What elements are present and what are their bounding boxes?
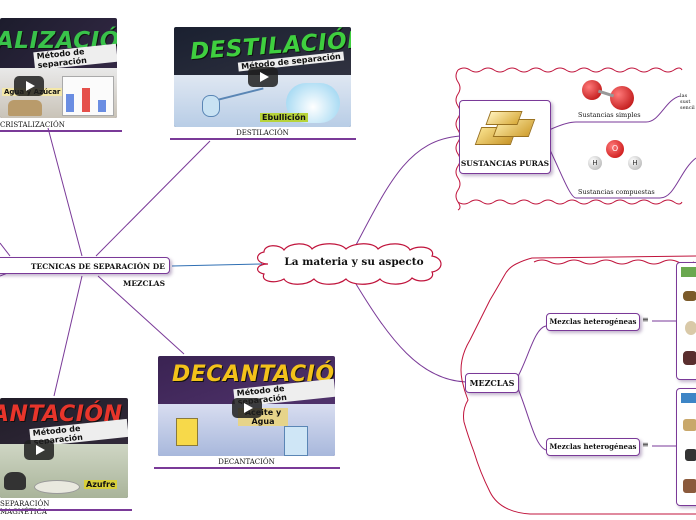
sugar-bag bbox=[8, 100, 42, 116]
heterogeneous-example-card-2[interactable] bbox=[676, 388, 696, 506]
play-icon[interactable] bbox=[248, 67, 278, 87]
connector-mezclas-1 bbox=[515, 325, 547, 381]
mezclas-node[interactable]: MEZCLAS bbox=[465, 373, 519, 393]
connector-decantacion bbox=[97, 275, 185, 355]
gold-bars-icon bbox=[474, 109, 536, 149]
beaker-icon bbox=[284, 426, 308, 456]
separacion-magnetica-video-thumbnail[interactable]: ANTACIÓN Método de separación Azufre bbox=[0, 398, 128, 498]
play-icon[interactable] bbox=[24, 440, 54, 460]
connector-offscreen bbox=[0, 242, 11, 257]
cristalizacion-underline bbox=[0, 130, 122, 132]
sustancias-puras-label: SUSTANCIAS PURAS bbox=[460, 159, 550, 168]
mezclas-frame bbox=[460, 255, 696, 515]
play-icon[interactable] bbox=[14, 76, 44, 96]
flask-icon bbox=[202, 95, 220, 117]
connector-central-mezclas bbox=[355, 283, 467, 383]
oxygen-molecule-icon bbox=[580, 78, 640, 110]
connector-central-sustancias bbox=[355, 135, 461, 246]
destilacion-video-thumbnail[interactable]: DESTILACIÓN Método de separación Ebullic… bbox=[174, 27, 351, 127]
heterogeneous-example-card-1[interactable] bbox=[676, 262, 696, 380]
connector-cristalizacion bbox=[47, 127, 83, 257]
cristalizacion-caption: CRISTALIZACIÓN bbox=[0, 121, 65, 129]
destilacion-note: Ebullición bbox=[260, 113, 308, 122]
sustancias-puras-node[interactable]: SUSTANCIAS PURAS bbox=[459, 100, 551, 174]
menu-icon[interactable]: ≡ bbox=[642, 440, 649, 449]
connector-mezclas-2 bbox=[515, 383, 547, 451]
destilacion-caption: DESTILACIÓN bbox=[236, 129, 289, 137]
destilacion-underline bbox=[170, 138, 356, 140]
decantacion-video-thumbnail[interactable]: DECANTACIÓN Método de separación Aceite … bbox=[158, 356, 335, 456]
menu-icon[interactable]: ≡ bbox=[642, 315, 649, 324]
connector-sustancias-simples bbox=[548, 95, 681, 131]
magnetica-underline bbox=[0, 509, 132, 511]
connector-sustancias-compuestas bbox=[548, 147, 696, 199]
beaker-bar-2 bbox=[82, 88, 90, 112]
connector-techniques-central bbox=[171, 263, 263, 267]
iron-filings bbox=[4, 472, 26, 490]
magnetica-note: Azufre bbox=[84, 480, 118, 489]
play-icon[interactable] bbox=[232, 398, 262, 418]
sustancias-simples-note: las sust sencil bbox=[680, 93, 695, 111]
sustancias-compuestas-label[interactable]: Sustancias compuestas bbox=[578, 188, 655, 196]
connector-destilacion bbox=[95, 140, 211, 257]
beaker-bar-3 bbox=[98, 100, 106, 112]
mezclas-heterogeneas-node-1[interactable]: Mezclas heterogéneas bbox=[546, 313, 640, 331]
decantacion-caption: DECANTACIÓN bbox=[218, 458, 275, 466]
cristalizacion-video-thumbnail[interactable]: ALIZACIÓN Método de separación Agua y Az… bbox=[0, 18, 117, 118]
central-topic-cloud bbox=[257, 243, 442, 285]
water-molecule-icon: O H H bbox=[588, 138, 646, 174]
connector-magnetica bbox=[53, 275, 83, 397]
magnetica-caption: SEPARACIÓN MAGNÉTICA bbox=[0, 500, 50, 516]
sustancias-frame bbox=[455, 67, 683, 211]
techniques-node[interactable]: TECNICAS DE SEPARACIÓN DE MEZCLAS bbox=[0, 257, 170, 288]
plate-icon bbox=[34, 480, 80, 494]
decantacion-underline bbox=[154, 467, 340, 469]
beaker-bar-1 bbox=[66, 94, 74, 112]
mezclas-heterogeneas-node-2[interactable]: Mezclas heterogéneas bbox=[546, 438, 640, 456]
central-topic[interactable]: La materia y su aspecto bbox=[284, 256, 424, 268]
sustancias-simples-label[interactable]: Sustancias simples bbox=[578, 111, 641, 119]
oil-layer bbox=[176, 418, 198, 446]
